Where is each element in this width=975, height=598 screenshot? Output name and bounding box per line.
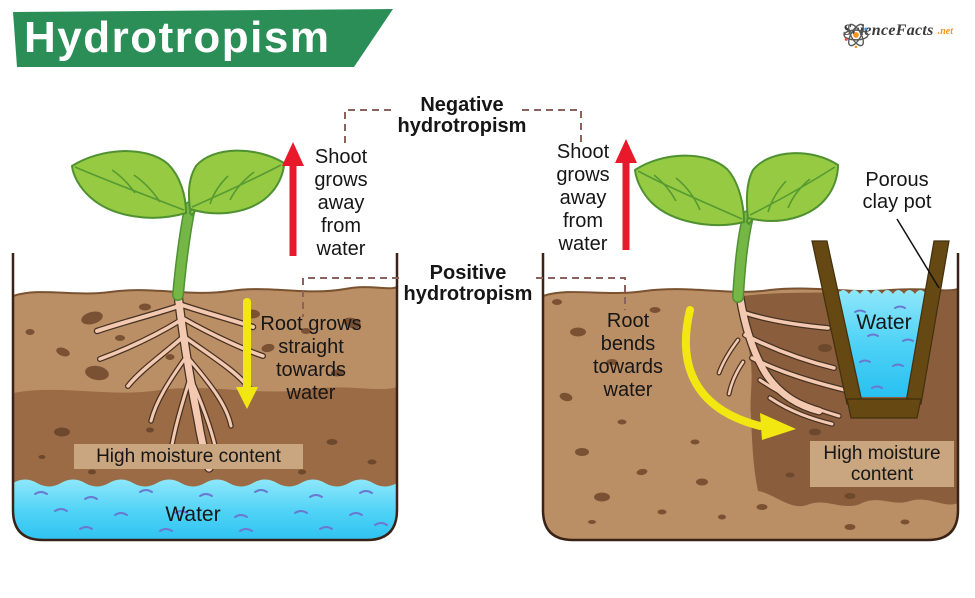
label-root-grows-straight: Root grows straight towards water [260,313,362,404]
porous-clay-pot [811,240,950,419]
logo-tld: .net [937,26,953,37]
left-water-ripples [34,489,388,532]
label-porous-clay-pot: Porous clay pot [862,169,932,213]
left-container-wall [11,253,399,542]
label-water-left: Water [165,503,221,526]
label-high-moisture-right: High moisture content [810,441,954,487]
negative-hydrotropism-connector [344,109,582,146]
positive-hydrotropism-connector [302,277,626,317]
page-title: Hydrotropism [24,13,331,62]
atom-icon [843,23,869,48]
shoot-direction-arrow-left [282,142,304,256]
right-plant [633,152,840,303]
label-high-moisture-left: High moisture content [74,444,303,469]
pot-water [838,290,931,397]
right-container-wall [541,253,960,542]
label-shoot-grows-right: Shoot grows away from water [556,141,610,255]
left-container-soil [13,286,397,540]
left-water [13,479,397,540]
root-direction-arrow-left [236,298,258,409]
shoot-direction-arrow-right [615,139,637,250]
logo-text: ScienceFacts [843,22,934,39]
label-positive-hydrotropism: Positive hydrotropism [403,262,533,305]
label-shoot-grows-left: Shoot grows away from water [314,146,368,260]
label-negative-hydrotropism: Negative hydrotropism [397,94,527,137]
pot-water-ripples [854,305,914,389]
left-soil-spots [25,303,377,475]
root-direction-arrow-right [681,306,796,440]
label-water-pot: Water [856,311,912,334]
label-root-bends: Root bends towards water [592,310,664,401]
title-banner: Hydrotropism [13,9,393,67]
left-plant [70,149,286,301]
pot-pointer-line [896,218,940,289]
sciencefacts-logo: ScienceFacts .net [843,22,953,48]
